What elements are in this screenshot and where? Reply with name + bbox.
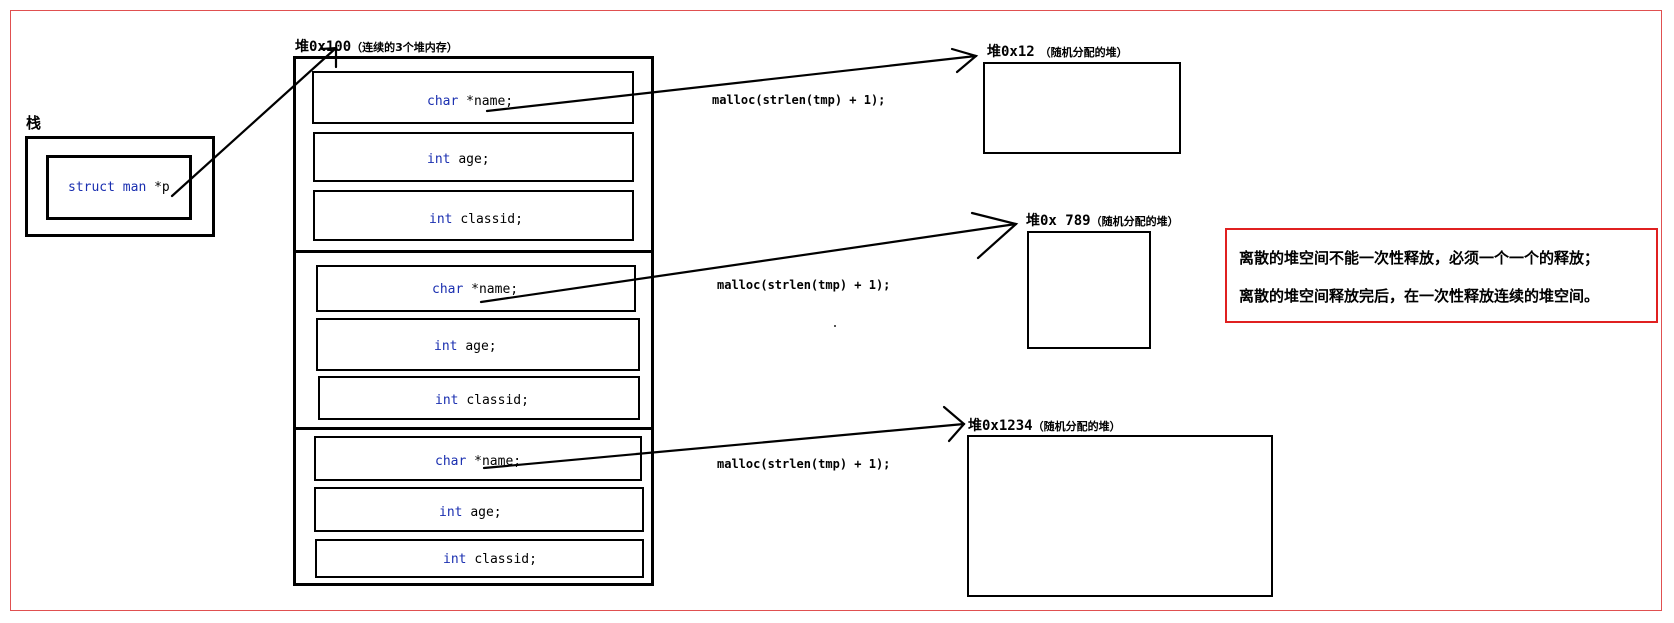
random-heap-label-2: 堆0x 789（随机分配的堆） [1026,210,1179,230]
random-heap-addr: 0x 789 [1040,213,1091,229]
field-type: int [434,339,458,354]
random-heap-word: 堆 [987,44,1001,60]
random-heap-box-1 [983,62,1181,154]
field-type: int [427,152,451,167]
field-ident: age; [470,505,502,520]
random-heap-note: （随机分配的堆） [1039,46,1128,59]
random-heap-label-3: 堆0x1234（随机分配的堆） [968,415,1121,435]
malloc-label-2: malloc(strlen(tmp) + 1); [717,278,891,292]
random-heap-label-1: 堆0x12 （随机分配的堆） [987,41,1128,61]
field-type: char [432,282,464,297]
stack-var-name: *p [154,180,170,195]
stack-var-box [46,155,192,220]
stack-var-type: struct [68,180,115,195]
contiguous-heap-word: 堆 [295,39,309,55]
field-type: char [427,94,459,109]
name-to-heap-0x789-arrow [479,211,1019,304]
field-ident: age; [465,339,497,354]
stack-var-struct: man [122,180,147,195]
outer-frame [10,10,1662,611]
stray-dot [834,325,836,327]
name-to-heap-0x12-arrow [485,47,979,113]
field-type: int [429,212,453,227]
field-box [313,132,634,182]
random-heap-box-2 [1027,231,1151,349]
field-ident: classid; [474,552,537,567]
field-age: int age; [434,339,497,354]
field-box [316,318,640,371]
field-age: int age; [439,505,502,520]
release-note-line-2: 离散的堆空间释放完后，在一次性释放连续的堆空间。 [1239,287,1600,305]
random-heap-note: （随机分配的堆） [1090,215,1179,228]
field-type: int [443,552,467,567]
field-classid: int classid; [435,393,529,408]
random-heap-box-3 [967,435,1273,597]
random-heap-word: 堆 [1026,213,1040,229]
field-box [313,190,634,241]
field-box [312,71,634,124]
stack-label: 栈 [26,114,42,132]
field-classid: int classid; [429,212,523,227]
field-age: int age; [427,152,490,167]
malloc-label-3: malloc(strlen(tmp) + 1); [717,457,891,471]
field-type: char [435,454,467,469]
contiguous-heap-addr: 0x100 [309,39,352,55]
contiguous-heap-note: （连续的3个堆内存） [351,41,458,54]
field-ident: *name; [471,282,519,297]
field-ident: age; [458,152,490,167]
field-type: int [439,505,463,520]
field-ident: classid; [466,393,529,408]
random-heap-addr: 0x12 [1001,44,1035,60]
field-box [316,265,636,312]
field-classid: int classid; [443,552,537,567]
field-ident: classid; [460,212,523,227]
name-to-heap-0x1234-arrow [482,405,966,470]
field-box [315,539,644,578]
release-note-line-1: 离散的堆空间不能一次性释放，必须一个一个的释放； [1239,249,1600,267]
random-heap-word: 堆 [968,418,982,434]
field-name: char *name; [427,94,513,109]
malloc-label-1: malloc(strlen(tmp) + 1); [712,93,886,107]
field-ident: *name; [466,94,514,109]
random-heap-note: （随机分配的堆） [1032,420,1121,433]
field-box [318,376,640,420]
field-type: int [435,393,459,408]
stack-to-heap-arrow [170,46,338,198]
stack-var: struct man *p [68,180,170,195]
random-heap-addr: 0x1234 [982,418,1033,434]
release-note-box: 离散的堆空间不能一次性释放，必须一个一个的释放； 离散的堆空间释放完后，在一次性… [1225,228,1658,323]
contiguous-heap-label: 堆0x100（连续的3个堆内存） [295,36,458,56]
field-box [314,487,644,532]
field-name: char *name; [432,282,518,297]
